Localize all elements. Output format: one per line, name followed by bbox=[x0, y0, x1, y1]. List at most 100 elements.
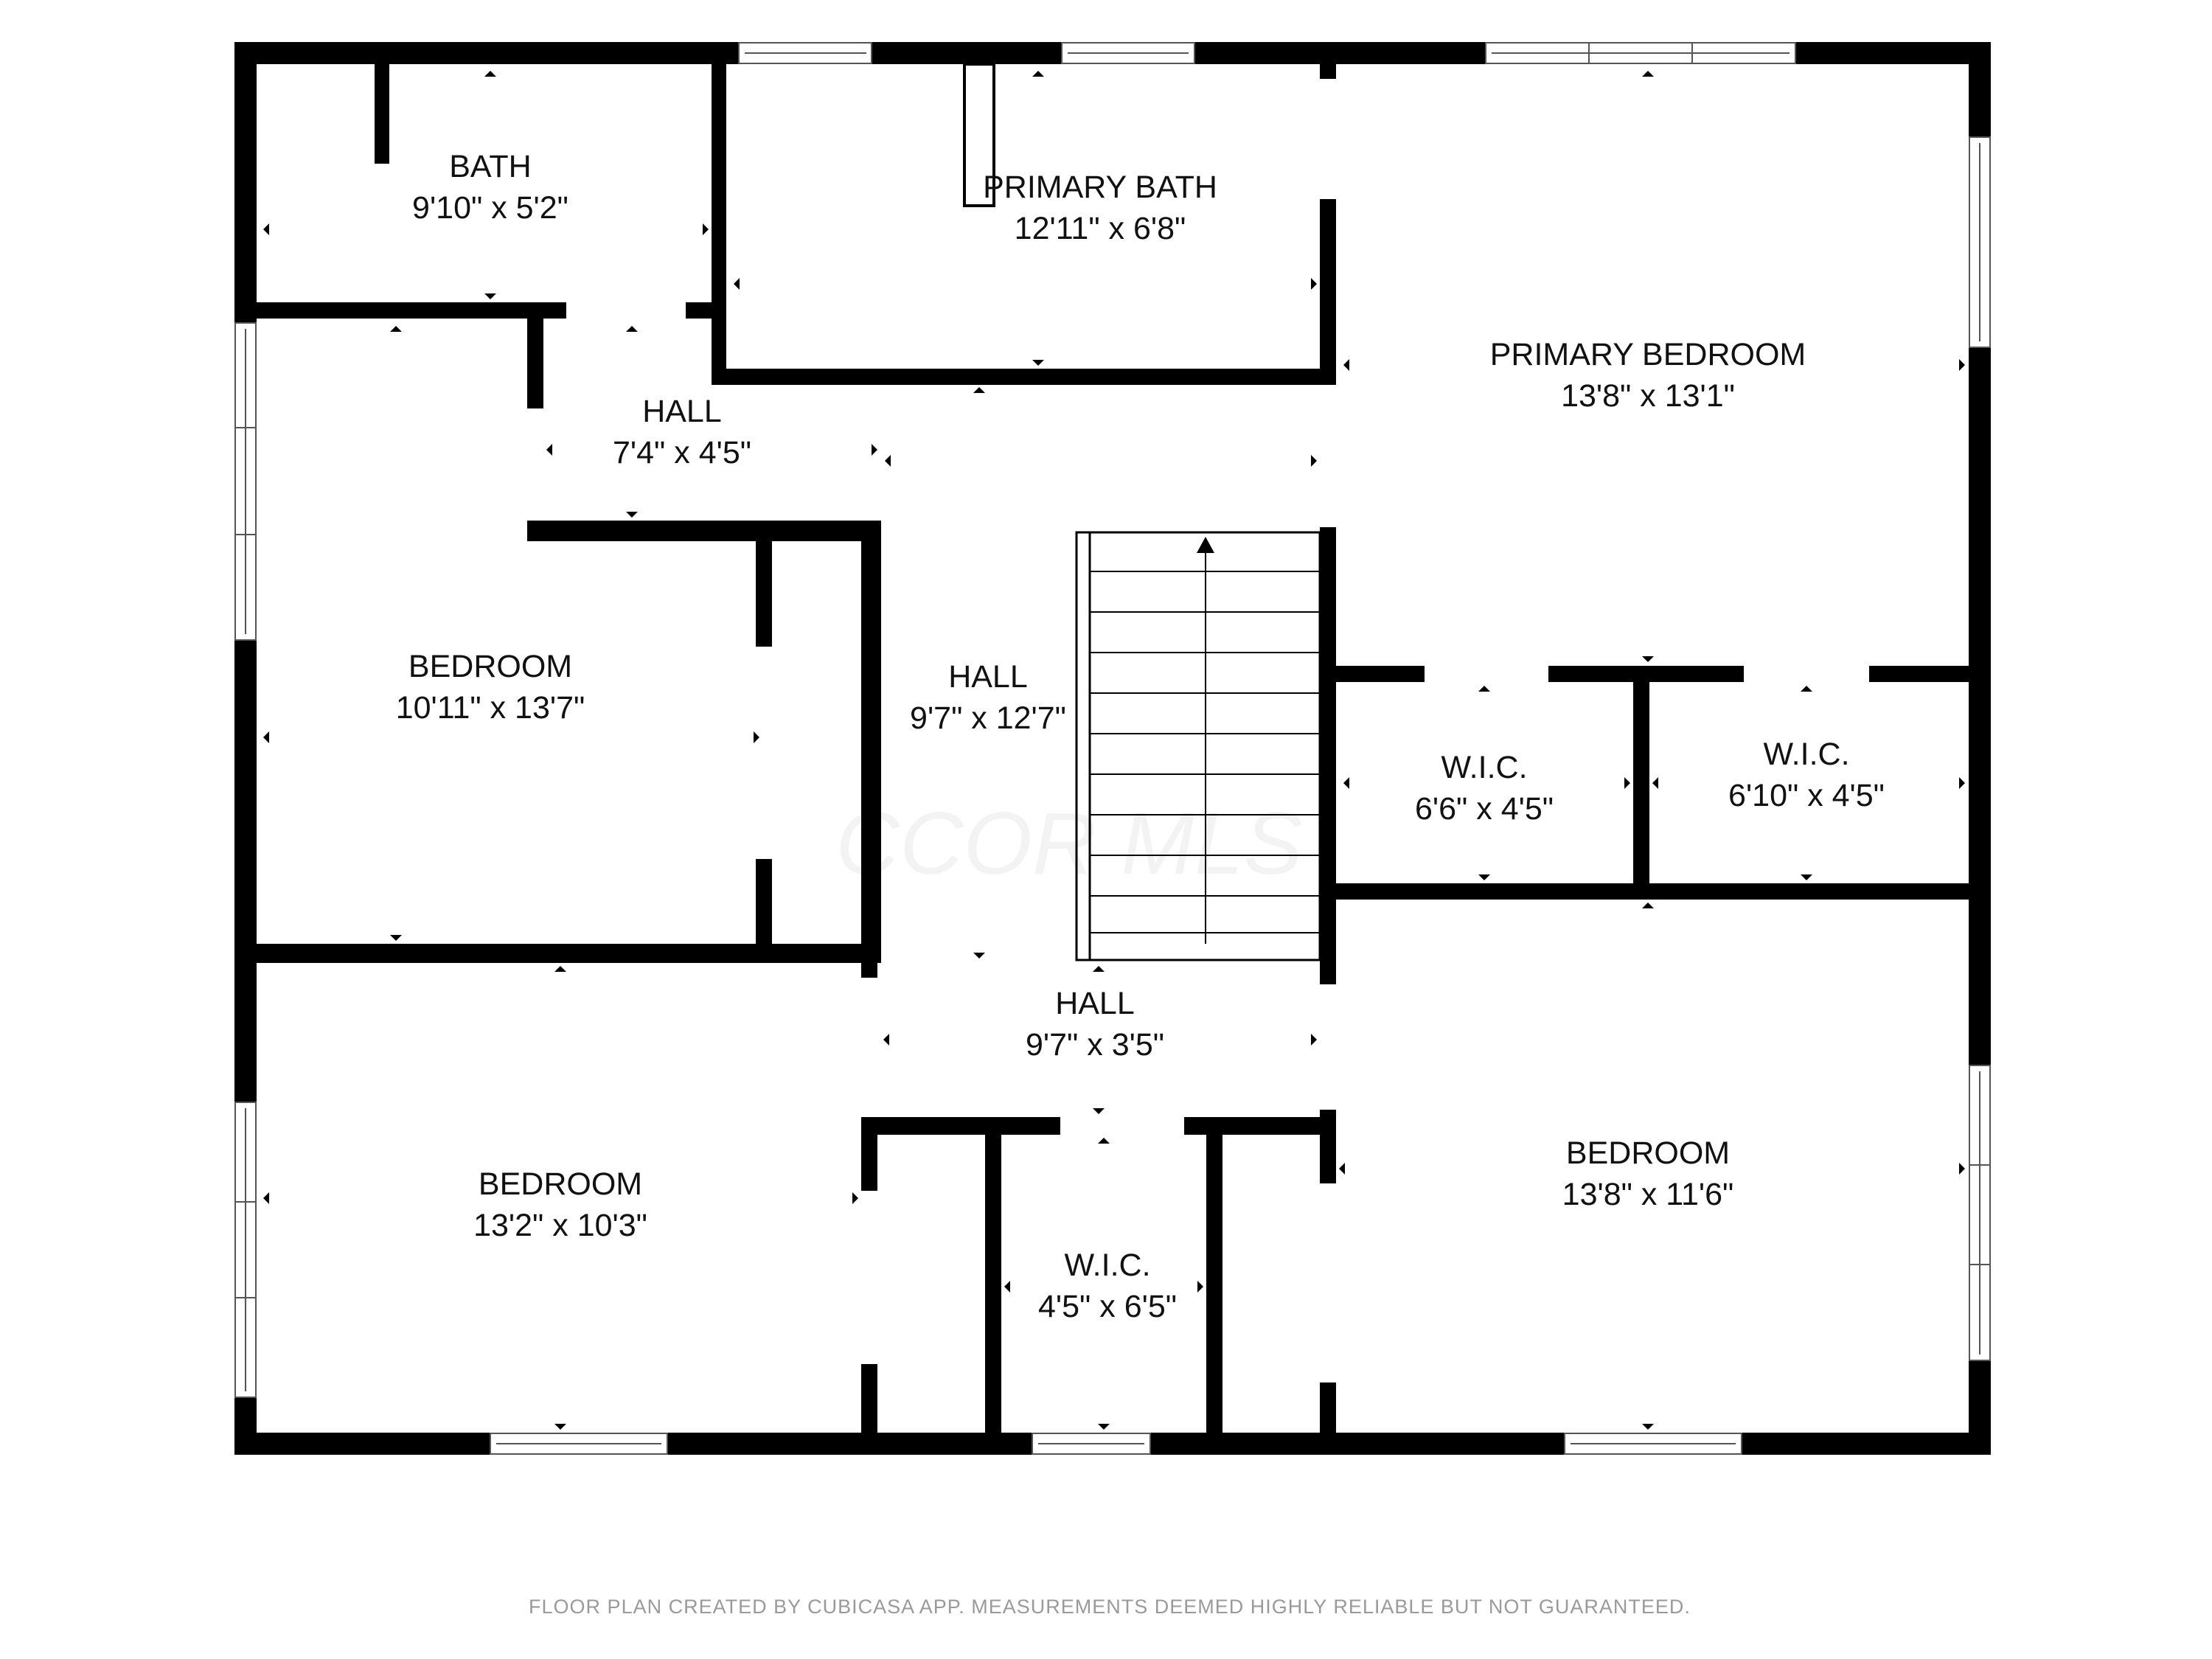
room-name-bath: BATH bbox=[449, 149, 532, 184]
room-dims-primary-bath: 12'11" x 6'8" bbox=[1015, 211, 1186, 246]
marker-icon bbox=[1311, 1034, 1317, 1046]
primary-bed-wall-left-b bbox=[1320, 962, 1336, 984]
bedroom-bl-wall-right-b bbox=[861, 1117, 877, 1191]
marker-icon bbox=[885, 455, 891, 467]
room-dims-hall-center: 9'7" x 12'7" bbox=[910, 700, 1066, 736]
bedroom-left-wall-bottom bbox=[257, 944, 881, 963]
room-name-hall-center: HALL bbox=[948, 659, 1028, 695]
marker-icon bbox=[703, 223, 709, 235]
marker-icon bbox=[973, 953, 985, 959]
room-dims-bath: 9'10" x 5'2" bbox=[412, 190, 568, 226]
marker-icon bbox=[1343, 777, 1349, 789]
marker-icon bbox=[872, 444, 877, 456]
wic-top-wall-c bbox=[1869, 666, 1969, 682]
marker-icon bbox=[734, 278, 740, 290]
marker-icon bbox=[1642, 902, 1654, 908]
hall-bottom-wall-top-a bbox=[861, 1117, 1060, 1135]
watermark: CCOR MLS bbox=[835, 794, 1302, 893]
room-dims-primary-bedroom: 13'8" x 13'1" bbox=[1561, 378, 1735, 414]
stair-arrow-icon bbox=[1197, 537, 1214, 553]
marker-icon bbox=[1197, 1281, 1203, 1293]
bath-stub bbox=[375, 64, 389, 164]
marker-icon bbox=[1098, 1138, 1110, 1144]
marker-icon bbox=[1343, 359, 1349, 371]
hall-top-wall-left bbox=[527, 319, 543, 408]
room-name-bedroom-bottom-right: BEDROOM bbox=[1566, 1135, 1730, 1171]
closet-wall-a bbox=[756, 541, 772, 647]
room-name-hall-top: HALL bbox=[642, 394, 722, 429]
marker-icon bbox=[852, 1192, 858, 1204]
footer-disclaimer: FLOOR PLAN CREATED BY CUBICASA APP. MEAS… bbox=[529, 1596, 1691, 1618]
room-labels: BATH 9'10" x 5'2" PRIMARY BATH 12'11" x … bbox=[396, 149, 1885, 1324]
window-mullions bbox=[235, 43, 1990, 1444]
marker-icon bbox=[1801, 686, 1812, 692]
marker-icon bbox=[263, 1192, 269, 1204]
marker-icon bbox=[484, 71, 496, 77]
marker-icon bbox=[484, 293, 496, 299]
hall-bottom-wall-right bbox=[1320, 1110, 1336, 1183]
hall-center-wall-left bbox=[861, 521, 881, 963]
marker-icon bbox=[1478, 686, 1490, 692]
bedroom-br-wall-left bbox=[1320, 1382, 1336, 1433]
wic-c-wall-right bbox=[1206, 1117, 1222, 1433]
marker-icon bbox=[1959, 777, 1965, 789]
room-dims-wic-b: 6'10" x 4'5" bbox=[1728, 778, 1885, 813]
wic-top-wall-b bbox=[1548, 666, 1744, 682]
bath-wall-bottom-b bbox=[686, 302, 726, 319]
marker-icon bbox=[1093, 1108, 1105, 1114]
marker-icon bbox=[390, 326, 402, 332]
primary-bath-wall-right-b bbox=[1320, 199, 1336, 385]
bedroom-bl-wall-right-c bbox=[861, 1364, 877, 1433]
closet-wall-b bbox=[756, 859, 772, 947]
wic-bottom-wall bbox=[1336, 883, 1969, 900]
bath-wall-right bbox=[712, 64, 726, 381]
marker-icon bbox=[1339, 1163, 1345, 1175]
marker-icon bbox=[1959, 1163, 1965, 1175]
marker-icon bbox=[754, 731, 759, 743]
marker-icon bbox=[1098, 1424, 1110, 1430]
primary-bath-wall-right-a bbox=[1320, 64, 1336, 79]
primary-bath-wall-bottom bbox=[712, 369, 1335, 385]
marker-icon bbox=[1959, 359, 1965, 371]
primary-bed-wall-left-a bbox=[1320, 527, 1336, 962]
marker-icon bbox=[973, 387, 985, 393]
marker-icon bbox=[554, 966, 566, 972]
marker-icon bbox=[390, 935, 402, 941]
staircase bbox=[1075, 531, 1321, 961]
marker-icon bbox=[1311, 278, 1317, 290]
room-dims-bedroom-bottom-left: 13'2" x 10'3" bbox=[473, 1208, 647, 1243]
room-dims-wic-c: 4'5" x 6'5" bbox=[1038, 1289, 1177, 1324]
dimension-markers bbox=[263, 71, 1965, 1430]
primary-bath-fixture bbox=[963, 63, 995, 207]
marker-icon bbox=[1801, 874, 1812, 880]
room-dims-wic-a: 6'6" x 4'5" bbox=[1415, 791, 1554, 827]
marker-icon bbox=[1032, 360, 1044, 366]
bath-wall-bottom-a bbox=[257, 302, 566, 319]
room-name-bedroom-bottom-left: BEDROOM bbox=[479, 1166, 642, 1202]
marker-icon bbox=[626, 512, 638, 518]
wic-top-wall-a bbox=[1336, 666, 1425, 682]
room-dims-hall-top: 7'4" x 4'5" bbox=[613, 435, 751, 470]
room-name-bedroom-left: BEDROOM bbox=[408, 649, 572, 684]
marker-icon bbox=[1478, 874, 1490, 880]
room-dims-hall-bottom: 9'7" x 3'5" bbox=[1026, 1027, 1164, 1062]
marker-icon bbox=[1642, 71, 1654, 77]
room-dims-bedroom-left: 10'11" x 13'7" bbox=[396, 690, 585, 726]
marker-icon bbox=[1311, 455, 1317, 467]
marker-icon bbox=[263, 223, 269, 235]
marker-icon bbox=[1652, 777, 1658, 789]
room-dims-bedroom-bottom-right: 13'8" x 11'6" bbox=[1562, 1177, 1734, 1212]
room-name-hall-bottom: HALL bbox=[1055, 986, 1135, 1021]
bedroom-bl-wall-right-a bbox=[861, 963, 877, 978]
marker-icon bbox=[1004, 1281, 1010, 1293]
room-name-wic-a: W.I.C. bbox=[1441, 750, 1527, 785]
marker-icon bbox=[626, 326, 638, 332]
marker-icon bbox=[1642, 1424, 1654, 1430]
room-name-wic-c: W.I.C. bbox=[1064, 1248, 1150, 1283]
marker-icon bbox=[1642, 656, 1654, 662]
marker-icon bbox=[554, 1424, 566, 1430]
room-name-primary-bath: PRIMARY BATH bbox=[983, 170, 1217, 205]
marker-icon bbox=[1624, 777, 1630, 789]
marker-icon bbox=[1093, 966, 1105, 972]
